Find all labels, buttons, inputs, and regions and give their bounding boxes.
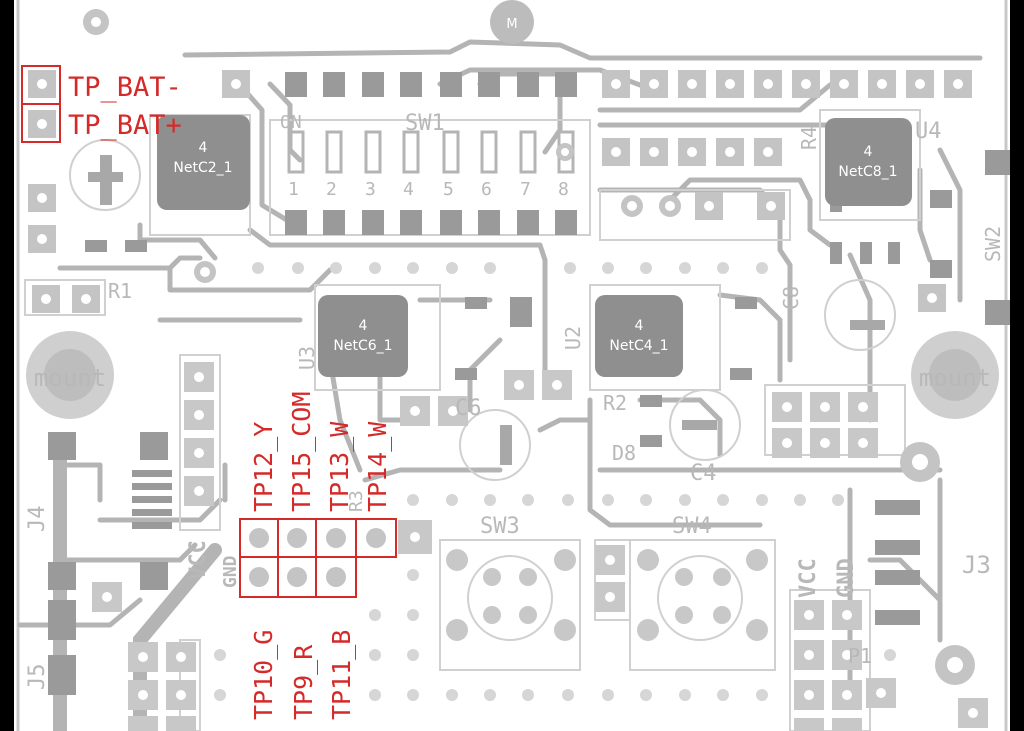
tactile-switches	[446, 549, 768, 641]
label-r3: R3	[346, 490, 367, 512]
label-sw1: SW1	[405, 111, 445, 136]
label-c4: C4	[690, 461, 717, 486]
discrete-parts	[88, 155, 885, 465]
sw1-number-5: 5	[443, 179, 454, 200]
label-j3: J3	[962, 551, 991, 579]
chip-netc4-label: NetC4_1	[609, 338, 668, 354]
sw1-number-1: 1	[288, 179, 299, 200]
tp9-label: TP9_R	[289, 644, 318, 720]
sw1-number-4: 4	[403, 179, 414, 200]
motor-pad	[490, 0, 534, 44]
dip-switch-pads	[285, 72, 577, 235]
label-sw3: SW3	[480, 514, 520, 539]
test-point-labels: TP_BAT- TP_BAT+ TP12_Y TP15_COM TP13_W T…	[68, 72, 392, 720]
header-pads-top	[28, 70, 972, 313]
label-sw4: SW4	[672, 514, 712, 539]
lower-headers	[92, 362, 988, 731]
chip-netc8: 4 NetC8_1	[825, 118, 912, 206]
sw1-number-8: 8	[558, 179, 569, 200]
label-j4: J4	[25, 506, 50, 533]
sw1-number-7: 7	[520, 179, 531, 200]
label-u3: U3	[295, 346, 319, 370]
tp11-label: TP11_B	[327, 630, 356, 720]
sw1-number-3: 3	[365, 179, 376, 200]
lower-header-holes	[102, 372, 978, 718]
chip-netc8-pin: 4	[864, 144, 873, 160]
sw1-number-2: 2	[326, 179, 337, 200]
via-holes	[91, 17, 963, 673]
label-motor: M	[506, 17, 517, 32]
tp-bat-pos-label: TP_BAT+	[68, 110, 182, 141]
test-point-highlights	[21, 65, 397, 598]
chip-netc8-label: NetC8_1	[838, 164, 897, 180]
tp10-label: TP10_G	[249, 630, 278, 720]
label-u4: U4	[915, 119, 942, 144]
chip-netc2-label: NetC2_1	[173, 160, 232, 176]
tp13-label: TP13_W	[325, 421, 354, 512]
label-gnd-right: GND	[834, 558, 859, 598]
chip-netc6: 4 NetC6_1	[318, 295, 408, 377]
chip-netc2: 4 NetC2_1	[157, 115, 250, 210]
tp14-label: TP14_W	[363, 421, 392, 512]
tp-bat-neg-label: TP_BAT-	[68, 72, 182, 103]
silkscreen-labels: SW1 ON 1 2 3 4 5 6 7 8 U4 R4 SW2 R1 SW3 …	[25, 17, 1005, 690]
label-u2: U2	[561, 326, 585, 350]
label-r2: R2	[603, 391, 627, 415]
sw1-number-6: 6	[481, 179, 492, 200]
label-sw2: SW2	[981, 226, 1005, 262]
label-p1: P1	[848, 644, 872, 668]
chip-netc4-pin: 4	[635, 318, 644, 334]
tp15-label: TP15_COM	[287, 392, 316, 512]
label-j5: J5	[25, 664, 50, 691]
right-border	[1010, 0, 1024, 731]
label-on: ON	[280, 112, 302, 133]
chip-netc6-label: NetC6_1	[333, 338, 392, 354]
chip-netc4: 4 NetC4_1	[595, 295, 683, 377]
label-vcc-right: VCC	[796, 558, 821, 598]
label-c6: C6	[455, 396, 482, 421]
label-mount-left: mount	[34, 364, 106, 392]
label-mount-right: mount	[919, 364, 991, 392]
label-c8: C8	[779, 286, 803, 310]
label-r1: R1	[108, 279, 132, 303]
left-border	[0, 0, 14, 731]
proto-grid	[214, 262, 896, 701]
chip-netc2-pin: 4	[199, 140, 208, 156]
label-d8: D8	[612, 441, 636, 465]
connector-pads	[48, 150, 1010, 695]
label-r4: R4	[797, 126, 821, 150]
label-gnd-left: GND	[220, 555, 241, 588]
label-vcc-left: VCC	[186, 540, 211, 580]
mount-holes	[26, 331, 999, 419]
tp12-label: TP12_Y	[249, 422, 278, 512]
chip-netc6-pin: 4	[359, 318, 368, 334]
